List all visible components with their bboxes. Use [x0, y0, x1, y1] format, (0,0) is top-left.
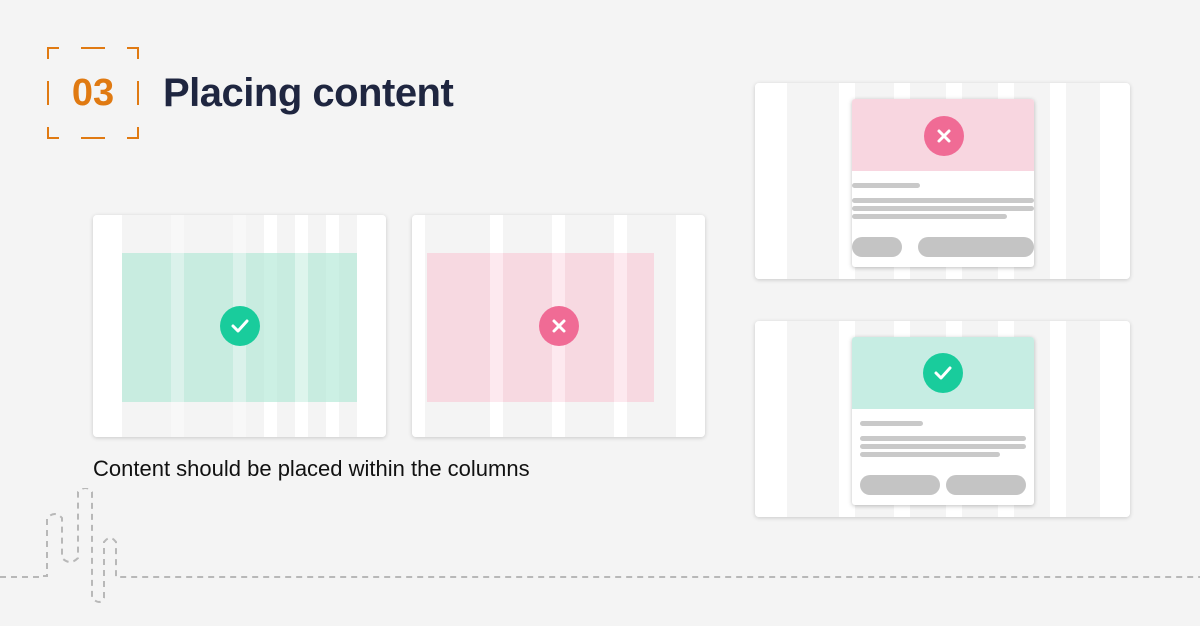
section-number: 03 [71, 71, 115, 114]
text-line [860, 452, 1000, 457]
grid-gutter [171, 215, 184, 437]
grid-column [839, 321, 855, 517]
text-line [852, 206, 1034, 211]
card-button [852, 237, 902, 257]
example-incorrect-card [755, 83, 1130, 279]
decorative-dashed-wave [0, 488, 1200, 603]
close-icon [539, 306, 579, 346]
check-icon [923, 353, 963, 393]
text-line [860, 421, 923, 426]
grid-column [755, 83, 787, 279]
grid-column [412, 215, 425, 437]
grid-column [1100, 321, 1130, 517]
grid-column [357, 215, 386, 437]
ui-card [852, 99, 1034, 267]
example-correct-grid [93, 215, 386, 437]
grid-column [93, 215, 122, 437]
text-line [860, 436, 1026, 441]
text-line [852, 198, 1034, 203]
grid-column [1050, 83, 1066, 279]
grid-column [1100, 83, 1130, 279]
example-correct-card [755, 321, 1130, 517]
grid-gutter [490, 215, 503, 437]
section-title: Placing content [163, 71, 454, 115]
card-button [860, 475, 940, 495]
caption: Content should be placed within the colu… [93, 456, 530, 481]
number-frame [47, 47, 139, 139]
check-icon [220, 306, 260, 346]
text-line [852, 183, 920, 188]
text-line [860, 444, 1026, 449]
ui-card [852, 337, 1034, 505]
close-icon [924, 116, 964, 156]
card-button [918, 237, 1034, 257]
grid-column [1050, 321, 1066, 517]
text-line [852, 214, 1007, 219]
example-incorrect-grid [412, 215, 705, 437]
grid-column [676, 215, 705, 437]
card-button [946, 475, 1026, 495]
grid-column [839, 83, 855, 279]
grid-gutter [295, 215, 308, 437]
grid-gutter [614, 215, 627, 437]
grid-column [755, 321, 787, 517]
